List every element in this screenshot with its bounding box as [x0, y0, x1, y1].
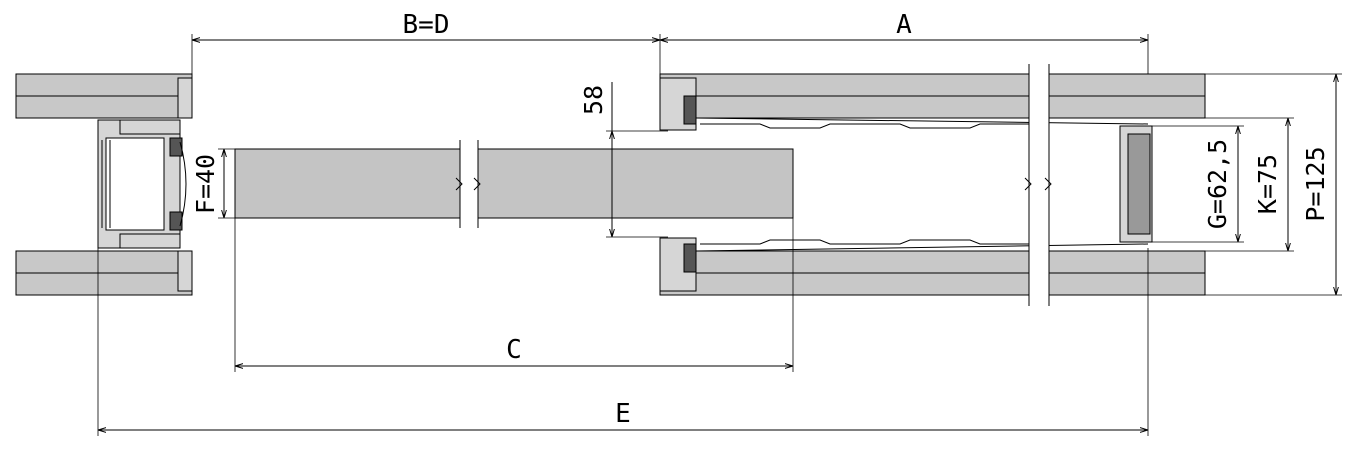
door-leaf-break-gap	[460, 140, 478, 228]
pocket-bottom-rail	[695, 243, 1149, 252]
dim-gap-label: 58	[579, 85, 608, 115]
door-leaf-panel	[234, 148, 794, 219]
pocket-end-insert	[1127, 133, 1151, 235]
dim-c-label: C	[506, 335, 522, 365]
pocket-break-gap	[1029, 60, 1049, 310]
dimensions: B=D A C E F=40 58 G=62,5	[97, 10, 1342, 436]
dim-p-label: P=125	[1301, 146, 1330, 221]
dim-k-label: K=75	[1253, 154, 1282, 214]
pocket-bottom-inner	[695, 250, 1206, 274]
pocket-top-rail	[695, 117, 1149, 125]
pocket-bottom-stiffener	[700, 239, 1030, 245]
jamb-inner-cavity	[105, 137, 165, 231]
pocket-top-clip	[683, 95, 697, 125]
left-wall-top-outer	[15, 73, 193, 97]
pocket-bottom-clip	[683, 243, 697, 273]
door-leaf	[234, 140, 794, 228]
jamb-bottom-clip	[169, 211, 183, 231]
dim-e-label: E	[615, 399, 631, 429]
dim-g-label: G=62,5	[1203, 139, 1232, 229]
pocket-top-inner	[695, 95, 1206, 119]
left-wall-top-inner	[15, 95, 193, 119]
jamb-top-bracket	[177, 77, 193, 119]
jamb-gasket	[179, 141, 187, 227]
left-jamb-profile	[97, 77, 193, 292]
left-wall-bottom-inner	[15, 250, 193, 274]
dim-f-label: F=40	[191, 154, 220, 214]
dim-b-d-label: B=D	[403, 10, 450, 40]
jamb-top-clip	[169, 137, 183, 157]
left-wall-bottom-outer	[15, 272, 193, 296]
right-pocket-wall	[659, 60, 1206, 310]
jamb-top-flange	[119, 119, 181, 135]
jamb-bottom-flange	[119, 233, 181, 249]
jamb-bottom-bracket	[177, 250, 193, 292]
dim-a-label: A	[896, 10, 912, 40]
pocket-bottom-outer	[659, 272, 1206, 296]
pocket-top-stiffener	[700, 123, 1030, 129]
pocket-top-outer	[659, 73, 1206, 97]
